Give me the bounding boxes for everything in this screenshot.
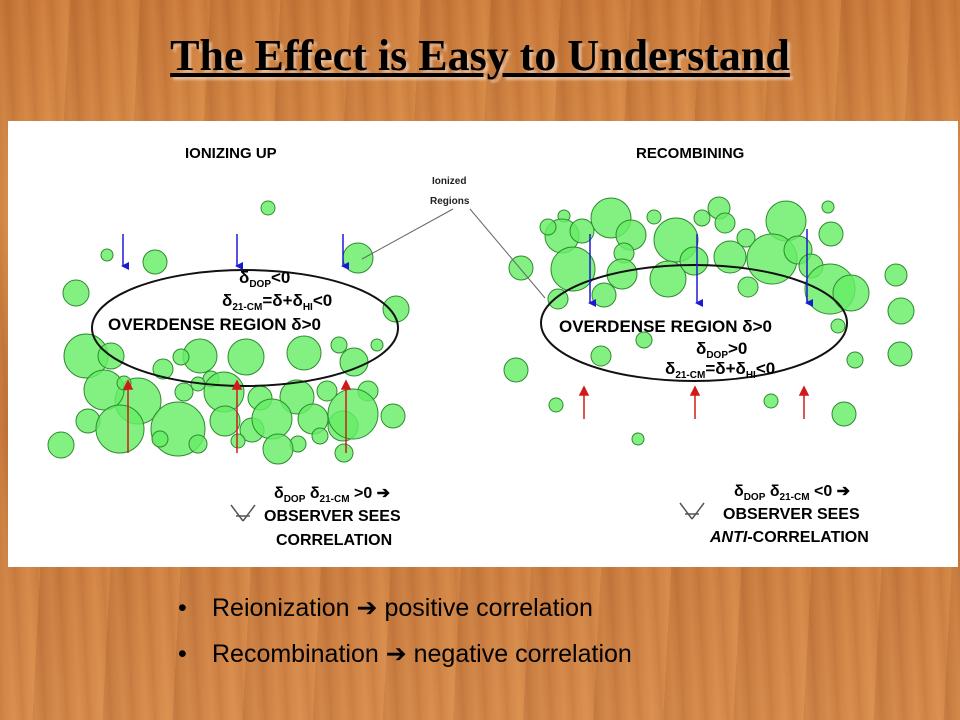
observer-eye-right xyxy=(679,502,705,520)
sub: DOP xyxy=(706,350,728,361)
sym: δ xyxy=(734,483,744,500)
region-label-left: OVERDENSE REGION δ>0 xyxy=(108,315,321,334)
observer-right-eq: δDOP δ21-CM <0 ➔ xyxy=(734,483,851,503)
sub2: 21-CM xyxy=(320,494,350,505)
val: <0 ➔ xyxy=(810,483,851,500)
sub2: HI xyxy=(303,302,313,313)
eq-21cm-right: δ21-CM=δ+δHI<0 xyxy=(665,359,775,381)
diagram-canvas: IONIZING UP RECOMBINING Ionized Regions … xyxy=(47,145,915,549)
eq-21cm-left: δ21-CM=δ+δHI<0 xyxy=(222,291,332,313)
sub: DOP xyxy=(284,494,306,505)
bullet-result: negative correlation xyxy=(413,640,632,668)
sub: DOP xyxy=(744,492,766,503)
bullet-list: • Reionization ➔ positive correlation • Re… xyxy=(178,592,632,684)
rest: -CORRELATION xyxy=(747,529,868,546)
observer-left-line3: CORRELATION xyxy=(276,532,392,549)
eq-dop-left: δDOP<0 xyxy=(239,268,290,290)
label-regions: Regions xyxy=(430,196,470,207)
sub: 21-CM xyxy=(232,302,262,313)
observer-eye-left xyxy=(230,504,256,522)
observer-right-line2: OBSERVER SEES xyxy=(723,506,860,523)
arrow-icon: ➔ xyxy=(385,640,407,668)
down-arrows-right xyxy=(588,229,813,307)
bullet-reionization: • Reionization ➔ positive correlation xyxy=(178,592,632,638)
sym2: δ xyxy=(765,483,779,500)
observer-left-line2: OBSERVER SEES xyxy=(264,508,401,525)
val: >0 xyxy=(728,339,747,358)
bullet-term: Reionization xyxy=(212,594,350,622)
eq-dop-right: δDOP>0 xyxy=(696,339,747,361)
ionized-pointer-lines xyxy=(361,208,546,299)
bullet-recombination: • Recombination ➔ negative correlation xyxy=(178,638,632,684)
label-ionized: Ionized xyxy=(432,176,466,187)
sub: 21-CM xyxy=(675,370,705,381)
bullet-result: positive correlation xyxy=(384,594,593,622)
val: <0 xyxy=(271,268,290,287)
val: >0 ➔ xyxy=(350,485,391,502)
down-arrows-left xyxy=(121,234,349,270)
observer-left-eq: δDOP δ21-CM >0 ➔ xyxy=(274,485,391,505)
sym: δ xyxy=(274,485,284,502)
bullet-dot: • xyxy=(178,594,187,622)
arrow-icon: ➔ xyxy=(356,594,378,622)
mid: =δ+δ xyxy=(262,291,302,310)
slide-title: The Effect is Easy to Understand xyxy=(170,31,790,80)
sym: δ xyxy=(239,268,249,287)
heading-ionizing-up: IONIZING UP xyxy=(185,145,277,162)
sym2: δ xyxy=(305,485,319,502)
mid: =δ+δ xyxy=(705,359,745,378)
up-arrows-left xyxy=(122,379,352,453)
ionized-regions-label: Ionized Regions xyxy=(430,176,470,207)
bullet-dot: • xyxy=(178,640,187,668)
ionization-diagram: IONIZING UP RECOMBINING Ionized Regions … xyxy=(8,121,958,567)
sub: DOP xyxy=(249,279,271,290)
sub2: 21-CM xyxy=(780,492,810,503)
heading-recombining: RECOMBINING xyxy=(636,145,744,162)
bullet-term: Recombination xyxy=(212,640,379,668)
up-arrows-right xyxy=(578,385,810,419)
sym: δ xyxy=(696,339,706,358)
region-label-right: OVERDENSE REGION δ>0 xyxy=(559,317,772,336)
sub2: HI xyxy=(746,370,756,381)
sym: δ xyxy=(222,291,232,310)
anti: ANTI xyxy=(709,529,748,546)
sym: δ xyxy=(665,359,675,378)
observer-right-line3: ANTI-CORRELATION xyxy=(709,529,869,546)
overdense-ellipse-left xyxy=(91,269,399,387)
val: <0 xyxy=(313,291,332,310)
val: <0 xyxy=(756,359,775,378)
overdense-ellipse-right xyxy=(540,264,848,382)
